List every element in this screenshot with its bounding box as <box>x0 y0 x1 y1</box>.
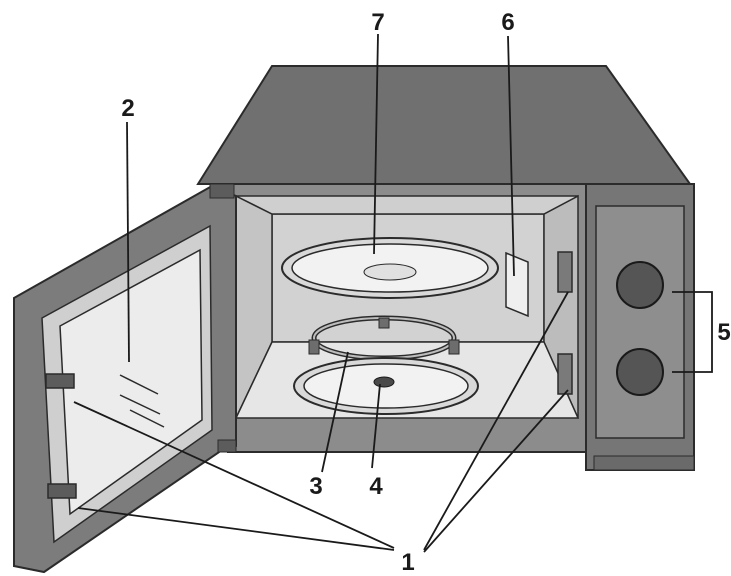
glass-tray <box>281 237 499 299</box>
latch-hole-upper <box>557 251 573 293</box>
label-control-knobs: 5 <box>717 319 730 346</box>
coupler <box>373 376 395 388</box>
label-door-window: 2 <box>121 95 134 122</box>
waveguide-cover <box>505 251 529 318</box>
door-window <box>59 248 203 516</box>
timer-knob <box>616 261 664 309</box>
label-roller-ring: 3 <box>309 473 322 500</box>
label-glass-tray: 7 <box>371 9 384 36</box>
door <box>13 183 237 574</box>
label-waveguide-cover: 6 <box>501 9 514 36</box>
control-panel <box>585 183 695 471</box>
cavity-ceiling <box>235 195 579 215</box>
cabinet-top <box>196 65 692 185</box>
power-knob <box>616 348 664 396</box>
door-latch-lower <box>47 483 77 499</box>
label-coupler: 4 <box>369 473 383 500</box>
leader-lines <box>73 33 713 553</box>
door-latch-upper <box>45 373 75 389</box>
label-door-latches: 1 <box>401 549 414 576</box>
latch-hole-lower <box>557 353 573 395</box>
